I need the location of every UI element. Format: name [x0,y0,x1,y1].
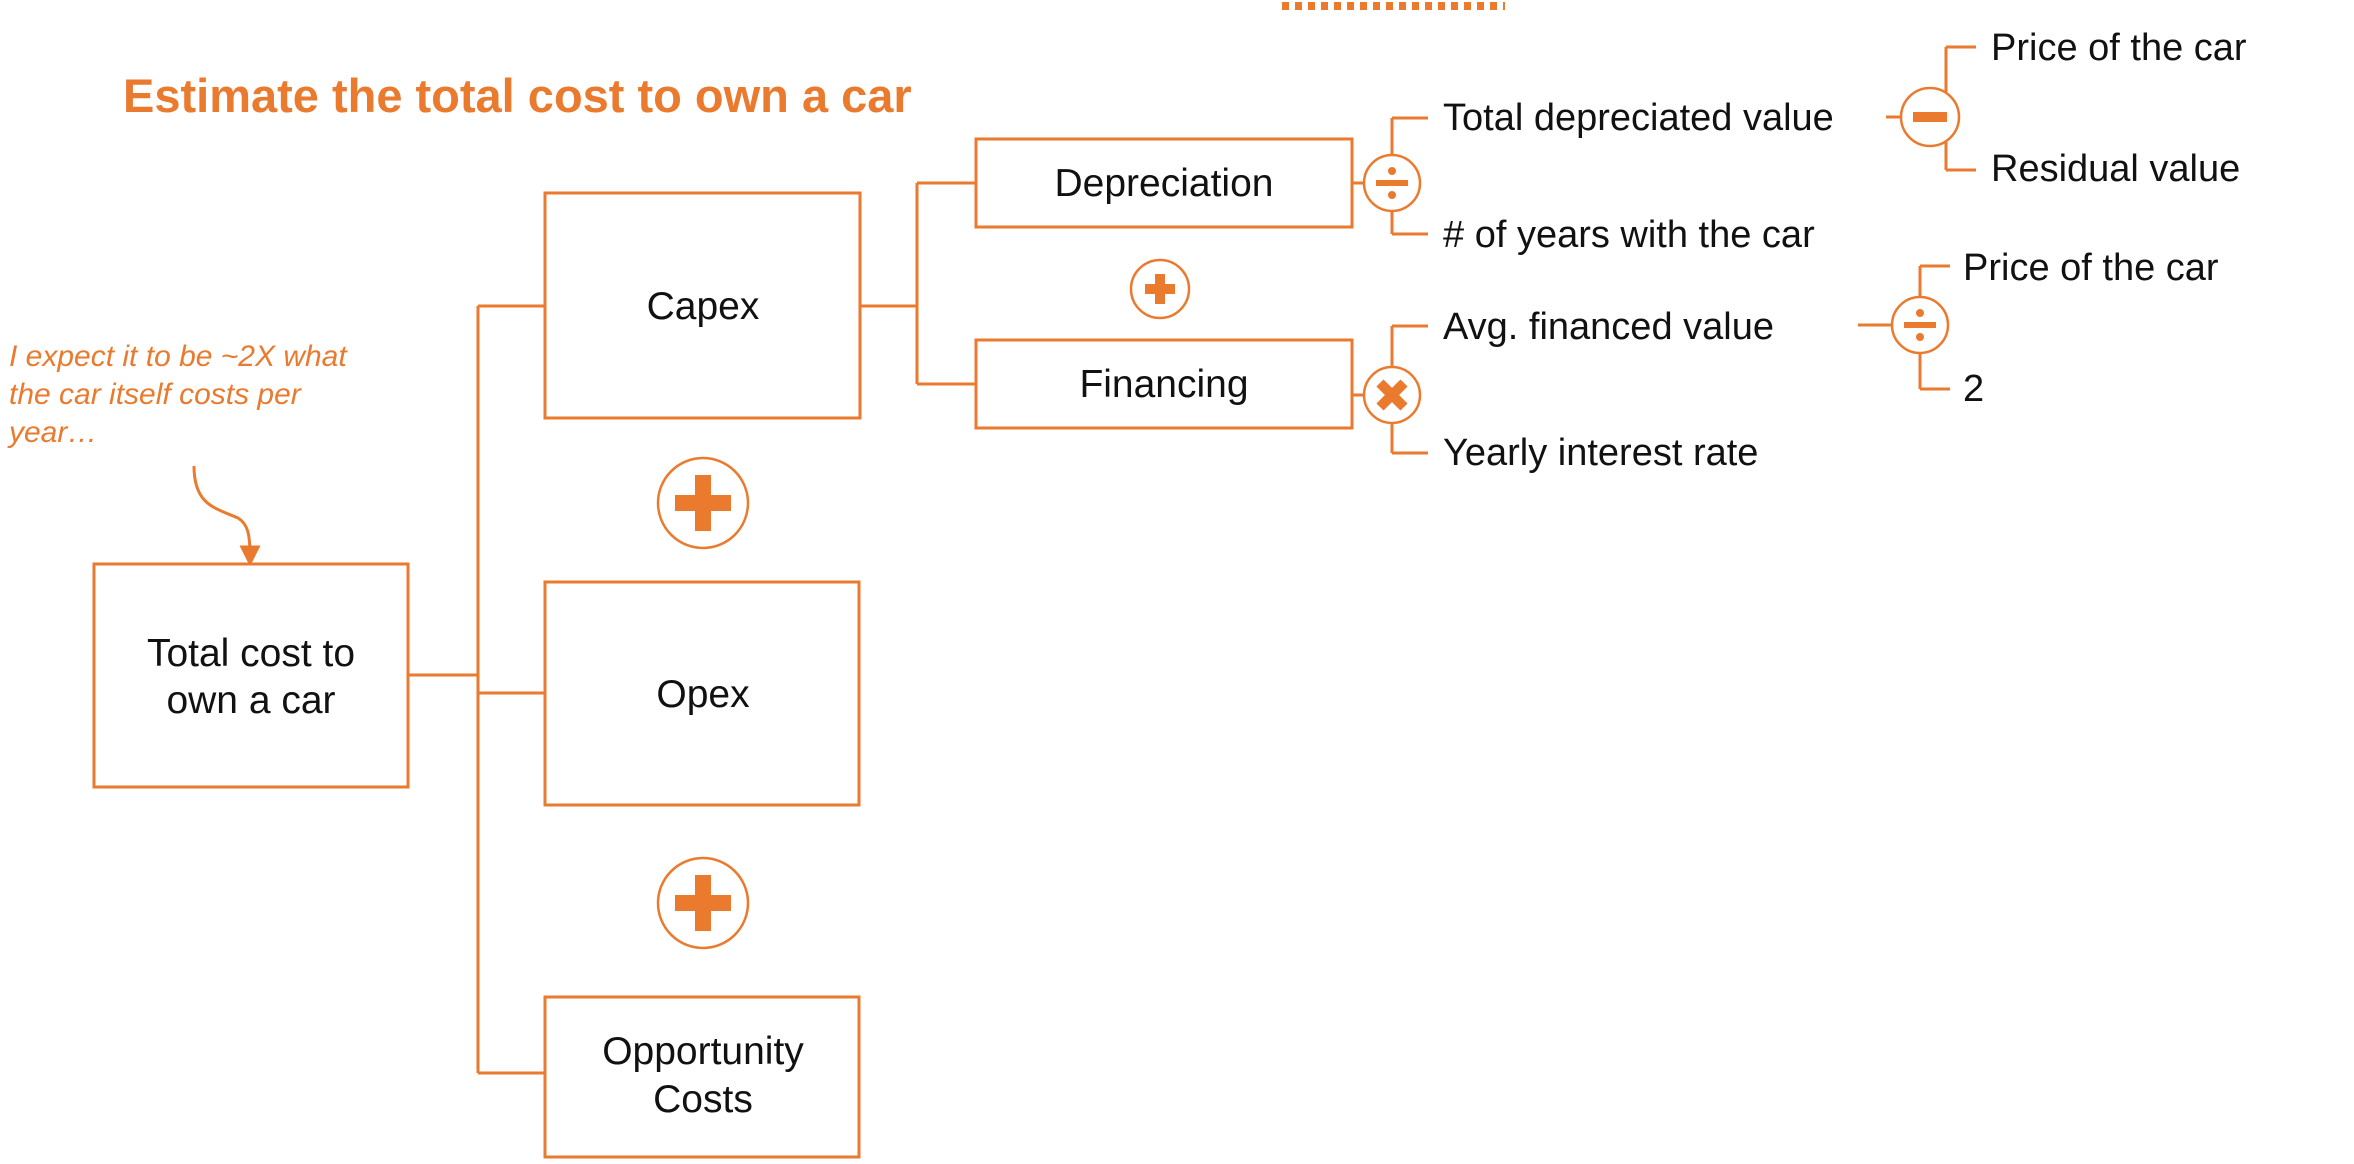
plus-icon [656,456,750,550]
leaf-avg-financed-value: Avg. financed value [1443,306,1774,348]
plus-icon [1129,258,1191,320]
annotation-arrow [192,465,261,567]
node-opex: Opex [543,580,861,807]
node-total-cost-line-2: own a car [166,679,335,722]
leaf-price-of-car-1: Price of the car [1991,27,2247,69]
capex-connectors [860,181,976,386]
plus-icon [656,856,750,950]
leaf-total-depreciated-value: Total depreciated value [1443,97,1834,139]
depreciated-value-split-connectors [1886,45,1976,172]
diagram-title: Estimate the total cost to own a car [123,69,912,122]
node-opportunity-line-1: Opportunity [602,1030,804,1073]
node-capex: Capex [543,191,862,420]
node-capex-label: Capex [647,285,760,328]
leaf-years-with-car: # of years with the car [1443,214,1815,256]
leaf-price-of-car-2: Price of the car [1963,247,2219,289]
annotation-note: I expect it to be ~2X what the car itsel… [7,340,355,449]
divide-icon [1890,295,1950,355]
node-opportunity-line-2: Costs [653,1078,753,1121]
annotation-line-1: I expect it to be ~2X what [9,340,348,373]
minus-icon [1899,86,1961,148]
leaf-divisor-two: 2 [1963,368,1984,410]
node-opportunity-costs: Opportunity Costs [543,995,861,1159]
divide-icon [1362,153,1422,213]
node-opex-label: Opex [656,673,750,716]
annotation-line-2: the car itself costs per [9,378,302,411]
level-1-connectors [408,304,545,1075]
node-total-cost-line-1: Total cost to [147,632,355,675]
multiply-icon [1362,365,1422,425]
leaf-residual-value: Residual value [1991,148,2240,190]
node-financing: Financing [974,338,1354,430]
node-depreciation: Depreciation [974,137,1354,229]
node-total-cost: Total cost to own a car [92,562,410,789]
leaf-yearly-interest-rate: Yearly interest rate [1443,432,1758,474]
node-depreciation-label: Depreciation [1055,162,1274,205]
node-financing-label: Financing [1079,363,1248,406]
annotation-line-3: year… [7,416,97,449]
